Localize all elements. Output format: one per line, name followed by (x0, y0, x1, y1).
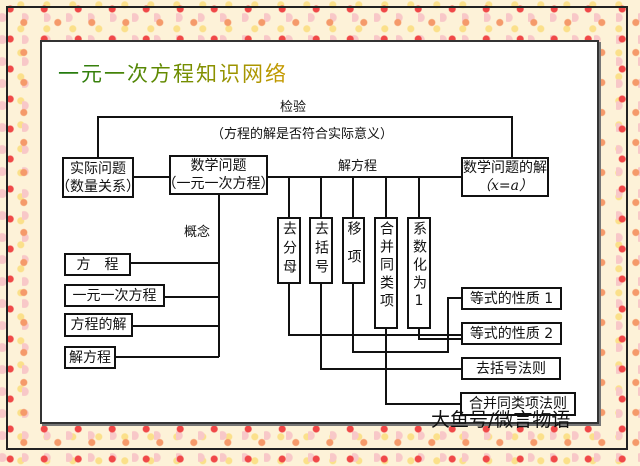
step-coefficient-to-one: 系数化为1 (407, 217, 431, 329)
concept-equation-solution: 方程的解 (64, 313, 133, 337)
box-line: 数学问题的解 (463, 160, 547, 176)
page-title: 一元一次方程知识网络 (58, 58, 288, 88)
rule-bracket-removal: 去括号法则 (461, 357, 561, 380)
concept-solve-equation: 解方程 (64, 346, 116, 369)
step-remove-denominator: 去分母 (277, 217, 301, 284)
concept-linear-equation: 一元一次方程 (64, 284, 165, 307)
rule-equality-property-2: 等式的性质 2 (461, 322, 562, 345)
real-problem-box: 实际问题 （数量关系） (56, 157, 140, 198)
watermark: 大鱼号/微言物语 (431, 409, 571, 431)
check-label: 检验 (280, 100, 307, 115)
concept-label: 概念 (184, 225, 211, 240)
concept-equation: 方 程 (64, 253, 131, 276)
box-line: （x=a） (477, 178, 533, 194)
check-note: （方程的解是否符合实际意义） (211, 127, 394, 142)
step-remove-brackets: 去括号 (309, 217, 333, 284)
rule-combine-like-terms: 合并同类项法则 (460, 392, 576, 416)
math-solution-box: 数学问题的解 （x=a） (461, 157, 549, 197)
box-line: 实际问题 (70, 160, 126, 177)
step-move-terms: 移项 (342, 217, 365, 284)
outer-frame (6, 6, 628, 450)
step-combine-like-terms: 合并同类项 (374, 217, 398, 329)
box-line: （一元一次方程） (162, 176, 275, 192)
check-line (97, 116, 513, 157)
solve-label: 解方程 (338, 159, 378, 174)
math-problem-box: 数学问题 （一元一次方程） (163, 155, 275, 195)
box-line: 数学问题 (190, 158, 247, 174)
rule-equality-property-1: 等式的性质 1 (461, 287, 562, 310)
box-line: （数量关系） (56, 178, 140, 195)
